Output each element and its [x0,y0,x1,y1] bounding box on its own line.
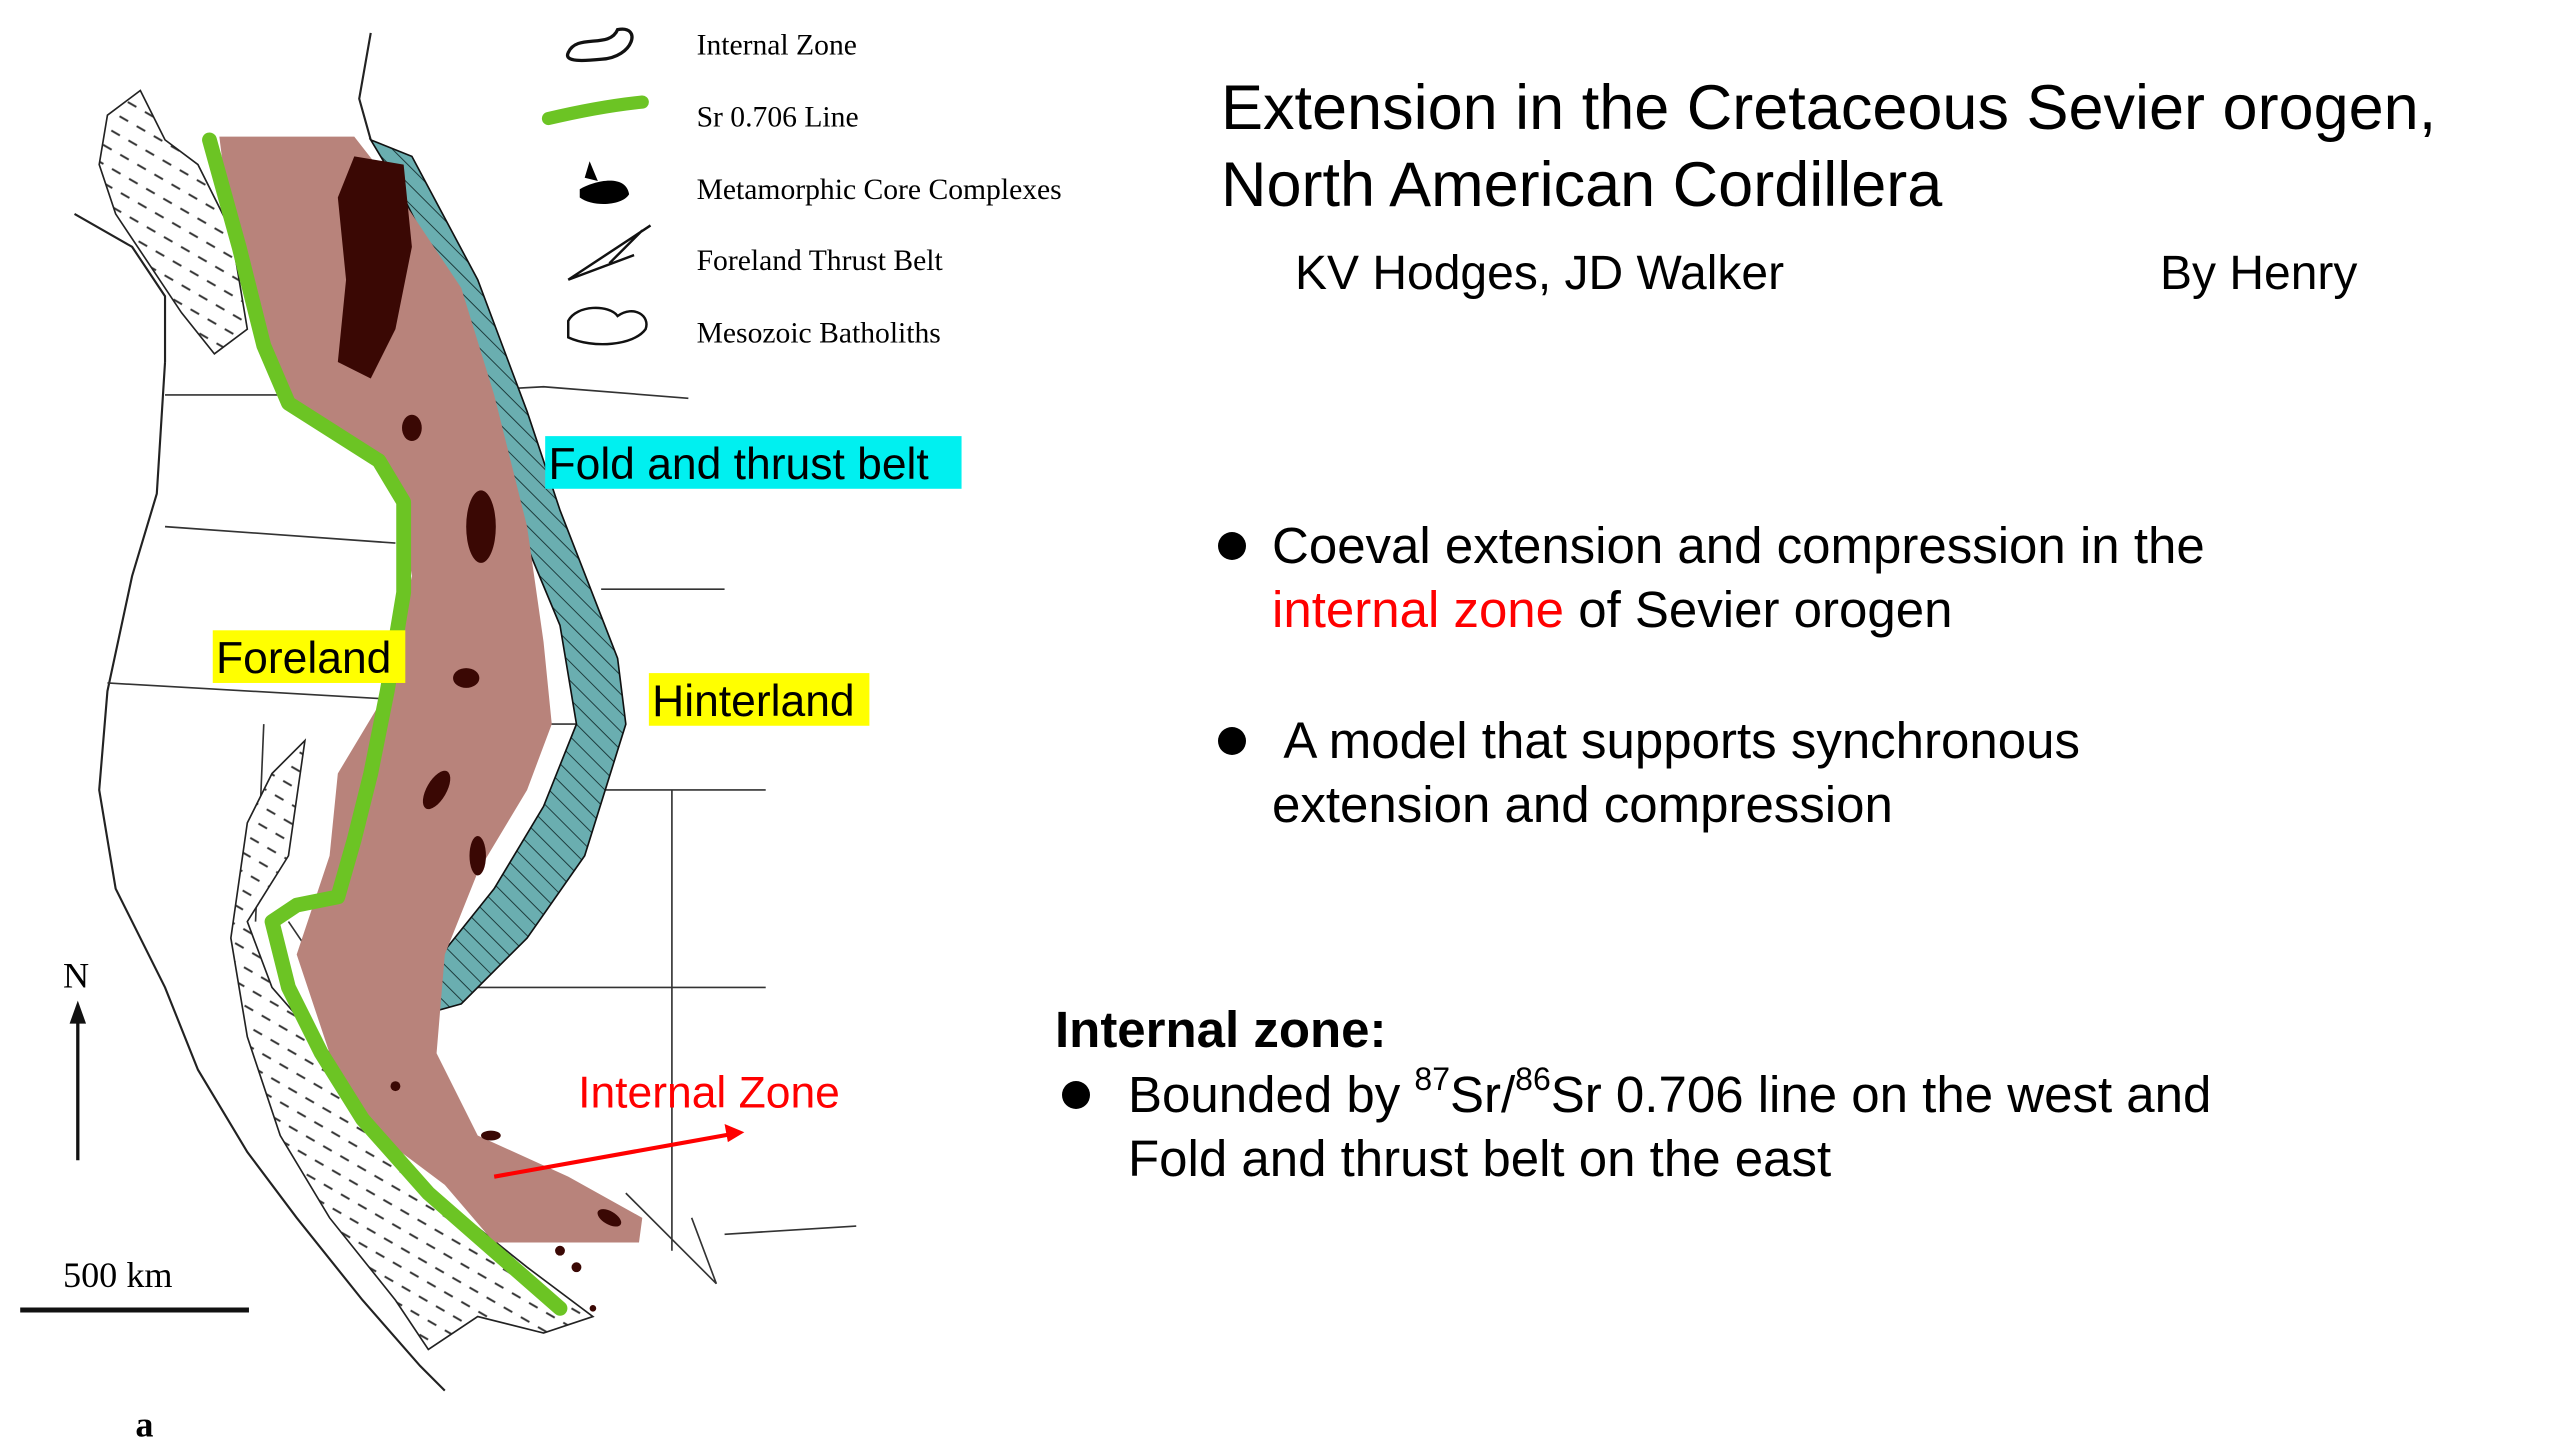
legend-label: Internal Zone [697,29,857,61]
bullet-text: Sr 0.706 line on the west and [1550,1066,2212,1123]
panel-label: a [135,1405,153,1440]
internal-zone [219,136,643,1243]
batholith-south [230,738,595,1351]
bullet-2: A model that supports synchronous extens… [1272,709,2080,837]
title-line-2: North American Cordillera [1221,150,1943,220]
map-legend: Internal Zone Sr 0.706 Line Metamorphic … [541,27,1062,349]
bullet-icon [1062,1081,1090,1109]
north-label: N [63,955,89,995]
title-line-1: Extension in the Cretaceous Sevier oroge… [1221,73,2437,143]
batholith-icon [566,306,648,346]
byline: By Henry [2160,247,2358,300]
legend-label: Foreland Thrust Belt [697,245,944,277]
internal-zone-label: Internal Zone [578,1069,840,1118]
internal-zone-outline-icon [565,27,634,63]
bullet-text: Sr/ [1450,1066,1516,1123]
bullet-icon [1218,727,1246,755]
legend-label: Mesozoic Batholiths [697,317,941,349]
legend-label: Sr 0.706 Line [697,102,859,134]
bullet-2-line-1: A model that supports synchronous [1272,712,2080,769]
thrust-belt-icon [567,224,652,281]
bullet-1-line-2: of Sevier orogen [1564,581,1953,638]
bullet-1: Coeval extension and compression in the … [1272,514,2205,642]
bullet-text: Bounded by [1128,1066,1415,1123]
bullet-icon [1218,532,1246,560]
internal-zone-arrow [493,1124,745,1179]
batholith-north [98,89,249,355]
internal-zone-bullet: Bounded by 87Sr/86Sr 0.706 line on the w… [1128,1063,2211,1191]
north-arrow-icon [69,1000,87,1161]
bullet-text: Fold and thrust belt on the east [1128,1130,1832,1187]
internal-zone-highlight: internal zone [1272,581,1565,638]
metamorphic-core-icon [579,161,630,204]
foreland-label: Foreland [216,634,391,683]
isotope-superscript: 87 [1414,1061,1450,1097]
metamorphic-core-complexes [337,156,622,1312]
sr-line-icon [541,95,649,126]
isotope-superscript: 86 [1515,1061,1551,1097]
legend-label: Metamorphic Core Complexes [697,174,1062,206]
hinterland-label: Hinterland [652,677,854,726]
bullet-2-line-2: extension and compression [1272,776,1893,833]
scale-label: 500 km [63,1255,173,1295]
coastline [73,32,446,1392]
fold-thrust-belt-label: Fold and thrust belt [548,440,929,489]
slide-title: Extension in the Cretaceous Sevier oroge… [1221,70,2436,224]
internal-zone-heading: Internal zone: [1055,1001,1387,1058]
bullet-1-line-1: Coeval extension and compression in the [1272,517,2205,574]
sr-0706-line [202,132,568,1316]
authors: KV Hodges, JD Walker [1295,247,1785,300]
